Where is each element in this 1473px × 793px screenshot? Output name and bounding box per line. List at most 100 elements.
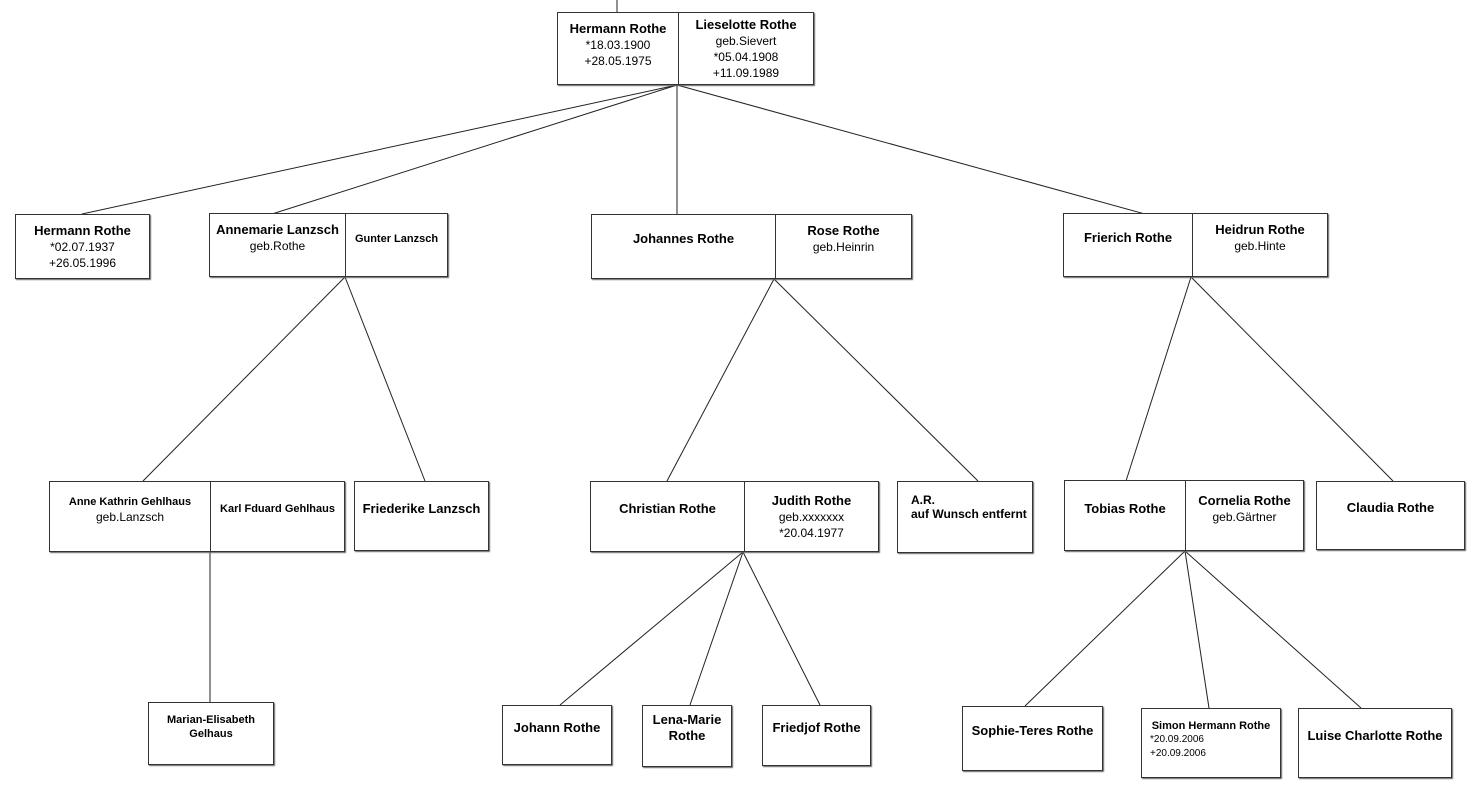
person-name: Sophie-Teres Rothe: [971, 723, 1094, 738]
person-christian-rothe: Christian Rothe: [591, 482, 744, 551]
person-name: Lena-Marie Rothe: [652, 712, 722, 743]
couple-box-hermann-lieselotte: Hermann Rothe *18.03.1900 +28.05.1975 Li…: [557, 12, 814, 85]
person-name: Gunter Lanzsch: [354, 233, 439, 245]
person-name: Rose Rothe: [807, 223, 880, 238]
birth-date: *20.04.1977: [779, 526, 844, 540]
maiden-name: geb.Gärtner: [1212, 510, 1277, 524]
maiden-name: geb.Rothe: [249, 239, 306, 253]
person-anne-kathrin-gehlhaus: Anne Kathrin Gehlhaus geb.Lanzsch: [50, 482, 210, 551]
connector-line: [689, 551, 744, 706]
maiden-name: geb.Sievert: [715, 34, 777, 48]
birth-date: *02.07.1937: [50, 240, 115, 254]
person-name: Annemarie Lanzsch: [216, 222, 339, 237]
maiden-name: geb.Hinte: [1234, 239, 1286, 253]
person-name: Tobias Rothe: [1084, 501, 1166, 516]
person-lena-marie-rothe: Lena-Marie Rothe: [643, 706, 731, 766]
connector-line: [142, 276, 346, 482]
connector-line: [1184, 550, 1210, 709]
connector-line: [1024, 550, 1186, 707]
person-name: Friederike Lanzsch: [362, 501, 481, 516]
death-date: +28.05.1975: [584, 54, 652, 68]
person-name: Claudia Rothe: [1346, 500, 1435, 515]
death-date: +20.09.2006: [1150, 748, 1206, 759]
person-sophie-teres-rothe: Sophie-Teres Rothe: [963, 707, 1102, 770]
person-name: Simon Hermann Rothe: [1151, 720, 1271, 732]
person-heidrun-rothe: Heidrun Rothe geb.Hinte: [1192, 214, 1327, 276]
person-box-friederike-lanzsch: Friederike Lanzsch: [354, 481, 489, 551]
person-name: Luise Charlotte Rothe: [1307, 728, 1443, 743]
person-tobias-rothe: Tobias Rothe: [1065, 481, 1185, 550]
connector-line: [559, 551, 744, 706]
person-name: Marian-Elisabeth Gelhaus: [166, 714, 256, 740]
person-name: Anne Kathrin Gehlhaus: [68, 496, 192, 508]
couple-box-anne-karl: Anne Kathrin Gehlhaus geb.Lanzsch Karl F…: [49, 481, 345, 552]
person-name: Friedjof Rothe: [772, 720, 861, 735]
person-box-friedjof-rothe: Friedjof Rothe: [762, 705, 871, 766]
person-friederike-lanzsch: Friederike Lanzsch: [355, 482, 488, 550]
person-judith-rothe: Judith Rothe geb.xxxxxxx *20.04.1977: [744, 482, 878, 551]
connector-line: [773, 278, 979, 482]
person-gunter-lanzsch: Gunter Lanzsch: [345, 214, 447, 276]
connector-line: [271, 84, 678, 215]
person-marian-elisabeth-gelhaus: Marian-Elisabeth Gelhaus: [149, 703, 273, 764]
maiden-name: geb.Heinrin: [812, 240, 875, 254]
death-date: +11.09.1989: [712, 66, 780, 80]
connector-line: [81, 84, 678, 215]
person-box-hermann-rothe-jr: Hermann Rothe *02.07.1937 +26.05.1996: [15, 214, 150, 279]
person-name: Hermann Rothe: [569, 21, 667, 36]
person-box-marian-elisabeth: Marian-Elisabeth Gelhaus: [148, 702, 274, 765]
person-box-simon-hermann-rothe: Simon Hermann Rothe *20.09.2006 +20.09.2…: [1141, 708, 1281, 778]
person-hermann-rothe-sr: Hermann Rothe *18.03.1900 +28.05.1975: [558, 13, 678, 84]
birth-date: *20.09.2006: [1150, 734, 1204, 745]
person-box-lena-marie-rothe: Lena-Marie Rothe: [642, 705, 732, 767]
couple-box-johannes-rose: Johannes Rothe Rose Rothe geb.Heinrin: [591, 214, 912, 279]
person-name: Johann Rothe: [513, 720, 601, 735]
person-name: Karl Fduard Gehlhaus: [220, 503, 335, 515]
death-date: +26.05.1996: [48, 256, 117, 270]
person-ar-removed: A.R. auf Wunsch entfernt: [898, 482, 1032, 552]
connector-line: [344, 276, 426, 482]
person-rose-rothe: Rose Rothe geb.Heinrin: [775, 215, 911, 278]
person-johann-rothe: Johann Rothe: [503, 706, 611, 764]
person-johannes-rothe: Johannes Rothe: [592, 215, 775, 278]
person-claudia-rothe: Claudia Rothe: [1317, 482, 1464, 549]
couple-box-frierich-heidrun: Frierich Rothe Heidrun Rothe geb.Hinte: [1063, 213, 1328, 277]
person-box-ar: A.R. auf Wunsch entfernt: [897, 481, 1033, 553]
person-name: A.R. auf Wunsch entfernt: [911, 493, 1027, 521]
person-box-claudia-rothe: Claudia Rothe: [1316, 481, 1465, 550]
person-name: Heidrun Rothe: [1215, 222, 1305, 237]
person-box-johann-rothe: Johann Rothe: [502, 705, 612, 765]
connector-line: [666, 278, 775, 482]
person-name: Lieselotte Rothe: [695, 17, 797, 32]
maiden-name: geb.xxxxxxx: [778, 510, 845, 524]
connector-line: [1125, 276, 1192, 482]
person-frierich-rothe: Frierich Rothe: [1064, 214, 1192, 276]
maiden-name: geb.Lanzsch: [95, 510, 165, 524]
person-annemarie-lanzsch: Annemarie Lanzsch geb.Rothe: [210, 214, 345, 276]
couple-box-tobias-cornelia: Tobias Rothe Cornelia Rothe geb.Gärtner: [1064, 480, 1304, 551]
person-name: Johannes Rothe: [632, 231, 735, 246]
person-luise-charlotte-rothe: Luise Charlotte Rothe: [1299, 709, 1451, 777]
person-name: Judith Rothe: [771, 493, 852, 508]
couple-box-annemarie-gunter: Annemarie Lanzsch geb.Rothe Gunter Lanzs…: [209, 213, 448, 277]
couple-box-christian-judith: Christian Rothe Judith Rothe geb.xxxxxxx…: [590, 481, 879, 552]
person-box-sophie-teres-rothe: Sophie-Teres Rothe: [962, 706, 1103, 771]
person-name: Hermann Rothe: [34, 223, 131, 238]
person-karl-fduard-gehlhaus: Karl Fduard Gehlhaus: [210, 482, 344, 551]
connector-line: [742, 551, 821, 706]
person-name: Cornelia Rothe: [1198, 493, 1291, 508]
person-name: Frierich Rothe: [1083, 230, 1173, 245]
person-box-luise-charlotte-rothe: Luise Charlotte Rothe: [1298, 708, 1452, 778]
person-lieselotte-rothe: Lieselotte Rothe geb.Sievert *05.04.1908…: [678, 13, 813, 84]
birth-date: *18.03.1900: [585, 38, 651, 52]
person-name: Christian Rothe: [619, 501, 716, 516]
person-simon-hermann-rothe: Simon Hermann Rothe *20.09.2006 +20.09.2…: [1142, 709, 1280, 777]
birth-date: *05.04.1908: [713, 50, 779, 64]
connector-line: [1184, 550, 1362, 709]
connector-line: [1190, 276, 1394, 482]
person-cornelia-rothe: Cornelia Rothe geb.Gärtner: [1185, 481, 1303, 550]
person-friedjof-rothe: Friedjof Rothe: [763, 706, 870, 765]
connector-line: [676, 84, 1146, 215]
person-hermann-rothe-jr: Hermann Rothe *02.07.1937 +26.05.1996: [16, 215, 149, 278]
